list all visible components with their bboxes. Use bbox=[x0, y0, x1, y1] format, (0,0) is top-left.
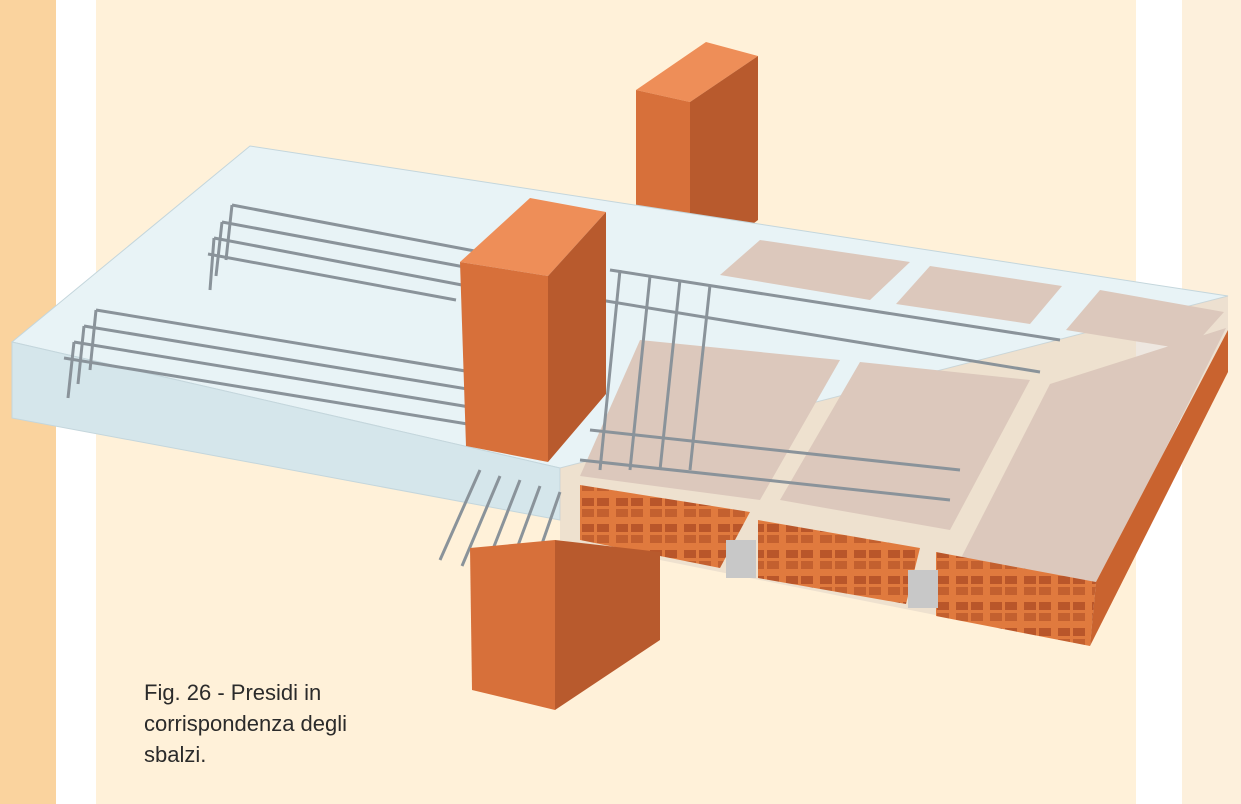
hollow-block-floor bbox=[560, 240, 1228, 646]
caption-line-3: sbalzi. bbox=[144, 742, 207, 767]
lower-wall bbox=[470, 540, 660, 710]
reinforcement-bars bbox=[63, 203, 1061, 585]
caption-line-1: Fig. 26 - Presidi in bbox=[144, 680, 322, 705]
front-pillar bbox=[460, 198, 606, 462]
figure-caption: Fig. 26 - Presidi in corrispondenza degl… bbox=[144, 677, 404, 770]
caption-line-2: corrispondenza degli bbox=[144, 711, 348, 736]
